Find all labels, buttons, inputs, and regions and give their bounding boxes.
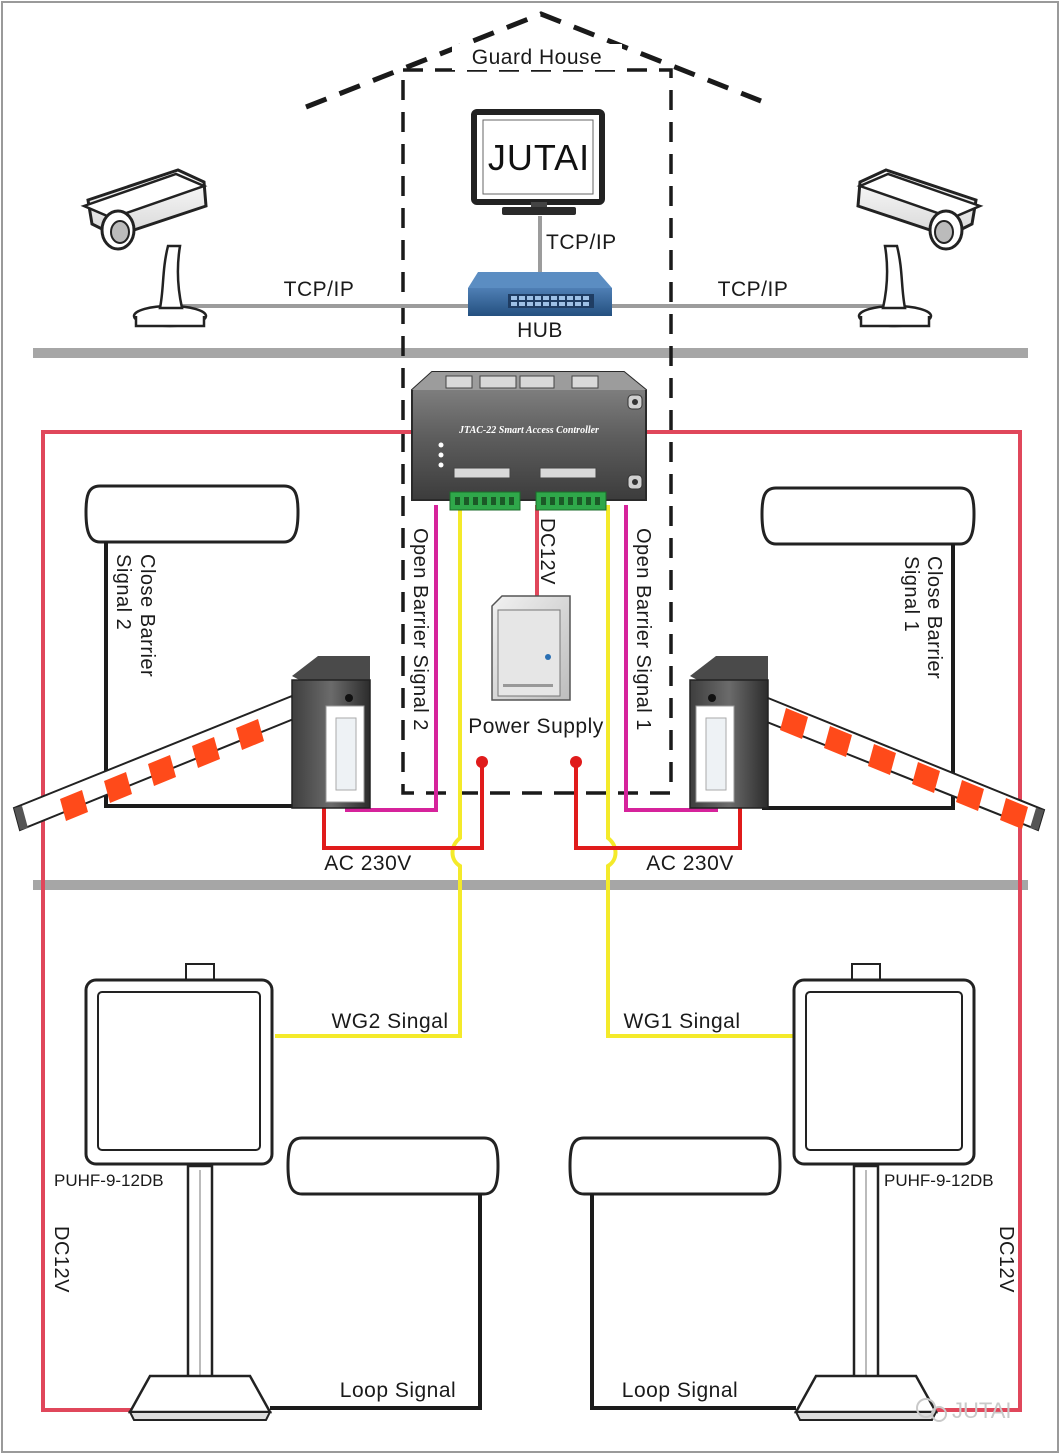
monitor-brand: JUTAI [488,137,590,178]
right-camera-icon [856,168,984,328]
ps-dc12v-label: DC12V [536,518,558,585]
ac-right-label: AC 230V [646,852,734,875]
monitor: JUTAI [471,109,605,215]
left-barrier-arm [12,694,298,832]
left-uhf-reader [84,963,274,1421]
right-barrier-gate [689,656,769,809]
close-barrier-1-label-line1: Close Barrier [923,556,945,679]
ac-left-label: AC 230V [324,852,412,875]
link-right-camera-label: TCP/IP [718,278,789,301]
left-barrier-loop-signal-box [84,484,300,808]
watermark-text: JUTAI [952,1398,1011,1423]
close-barrier-1-label-line2: Signal 1 [900,556,922,632]
lower-floor-line [33,880,1028,890]
right-barrier-loop-signal-box [760,486,976,810]
link-monitor-hub-label: TCP/IP [546,231,617,254]
right-loop-detector [568,1136,796,1410]
close-barrier-2-label-line2: Signal 2 [112,554,134,630]
network-hub [468,272,612,316]
guard-house-title: Guard House [472,46,602,69]
dc12v-wiring [41,430,1022,1412]
left-barrier-gate [291,656,371,809]
left-reader-model: PUHF-9-12DB [54,1171,164,1190]
left-camera-icon [80,168,208,328]
right-reader-model: PUHF-9-12DB [884,1171,994,1190]
guard-house: Guard House [305,11,762,795]
loop-left-label: Loop Signal [340,1379,456,1402]
controller-name: JTAC-22 Smart Access Controller [458,425,599,436]
network-cables [180,216,885,308]
dc-left-label: DC12V [50,1226,72,1293]
ac-right-terminal [570,756,582,768]
power-supply [491,595,571,701]
open-barrier-1-label: Open Barrier Signal 1 [632,528,654,731]
loop-right-label: Loop Signal [622,1379,738,1402]
upper-floor-line [33,348,1028,358]
close-barrier-2-label-line1: Close Barrier [136,554,158,677]
hub-label: HUB [517,319,563,342]
left-loop-detector [270,1136,500,1410]
ac-wiring [322,762,742,850]
right-uhf-reader [792,963,976,1421]
right-barrier-arm [760,696,1046,832]
wg2-label: WG2 Singal [331,1010,448,1033]
open-barrier-2-label: Open Barrier Signal 2 [409,528,431,731]
access-controller: JTAC-22 Smart Access Controller [411,371,647,511]
power-supply-label: Power Supply [468,715,604,738]
link-left-camera-label: TCP/IP [284,278,355,301]
watermark: JUTAI [916,1398,1011,1423]
dc-right-label: DC12V [995,1226,1017,1293]
wiegand-wiring [275,505,795,1038]
ac-left-terminal [476,756,488,768]
wg1-label: WG1 Singal [623,1010,740,1033]
barrier-signal-wiring [345,505,718,812]
